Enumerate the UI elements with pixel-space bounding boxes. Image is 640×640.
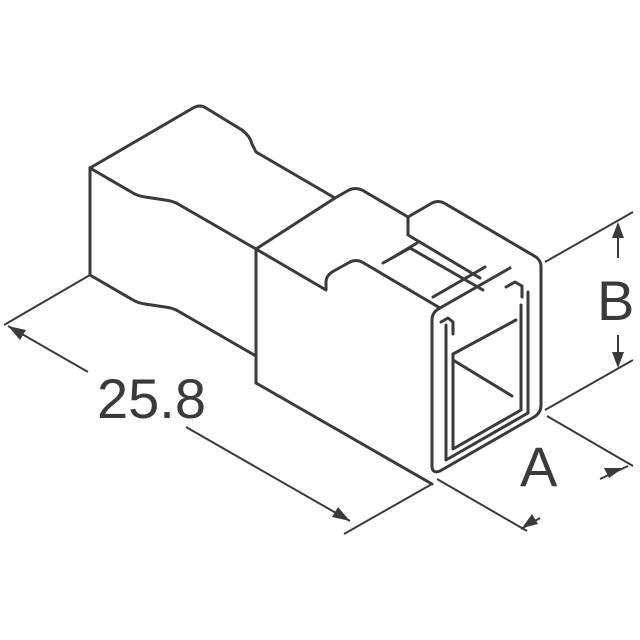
dimension-height: B	[544, 211, 634, 411]
dimension-width: A	[436, 415, 634, 532]
length-label: 25.8	[97, 367, 206, 430]
width-label: A	[520, 435, 558, 498]
front-body	[254, 187, 543, 486]
dimension-length: 25.8	[3, 274, 433, 535]
rear-body	[88, 104, 337, 358]
height-label: B	[597, 269, 634, 332]
